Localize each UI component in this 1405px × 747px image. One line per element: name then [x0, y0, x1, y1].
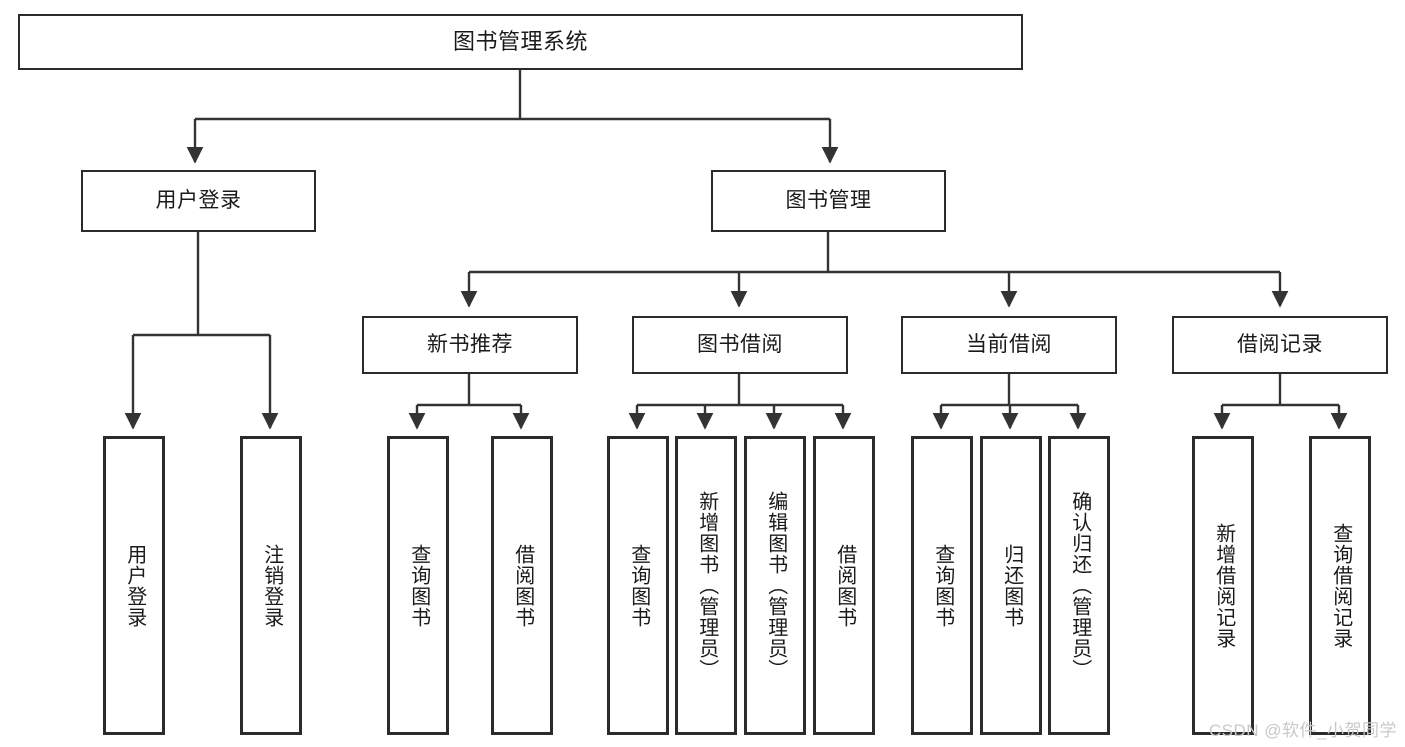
- leaf-current-confirm-return-label: 确认归还（管理员）: [1068, 491, 1091, 680]
- node-current-borrow-label: 当前借阅: [966, 332, 1052, 356]
- leaf-record-query-label: 查询借阅记录: [1329, 522, 1352, 649]
- leaf-new-book-query[interactable]: 查询图书: [387, 436, 449, 735]
- node-user-login[interactable]: 用户登录: [81, 170, 316, 232]
- leaf-borrow-query-book-label: 查询图书: [627, 543, 650, 628]
- node-borrow-record-label: 借阅记录: [1237, 332, 1323, 356]
- node-user-login-label: 用户登录: [155, 188, 242, 212]
- leaf-user-login-logout[interactable]: 注销登录: [240, 436, 302, 735]
- node-root-label: 图书管理系统: [452, 29, 588, 55]
- leaf-user-login-login[interactable]: 用户登录: [103, 436, 165, 735]
- leaf-borrow-add-book[interactable]: 新增图书（管理员）: [675, 436, 737, 735]
- leaf-user-login-login-label: 用户登录: [123, 543, 146, 628]
- leaf-current-query-book-label: 查询图书: [931, 543, 954, 628]
- leaf-new-book-borrow[interactable]: 借阅图书: [491, 436, 553, 735]
- node-root[interactable]: 图书管理系统: [18, 14, 1023, 70]
- node-new-book-recommend[interactable]: 新书推荐: [362, 316, 578, 374]
- csdn-watermark: CSDN @软件_小贺同学: [1208, 721, 1397, 740]
- leaf-current-confirm-return[interactable]: 确认归还（管理员）: [1048, 436, 1110, 735]
- leaf-borrow-borrow-book[interactable]: 借阅图书: [813, 436, 875, 735]
- leaf-current-query-book[interactable]: 查询图书: [911, 436, 973, 735]
- node-new-book-recommend-label: 新书推荐: [427, 332, 513, 356]
- node-book-borrow[interactable]: 图书借阅: [632, 316, 848, 374]
- node-book-manage[interactable]: 图书管理: [711, 170, 946, 232]
- leaf-current-return-book-label: 归还图书: [1000, 543, 1023, 628]
- leaf-new-book-borrow-label: 借阅图书: [511, 543, 534, 628]
- node-book-manage-label: 图书管理: [785, 188, 872, 212]
- leaf-user-login-logout-label: 注销登录: [260, 543, 283, 628]
- leaf-record-query[interactable]: 查询借阅记录: [1309, 436, 1371, 735]
- node-current-borrow[interactable]: 当前借阅: [901, 316, 1117, 374]
- leaf-borrow-query-book[interactable]: 查询图书: [607, 436, 669, 735]
- leaf-record-add[interactable]: 新增借阅记录: [1192, 436, 1254, 735]
- node-borrow-record[interactable]: 借阅记录: [1172, 316, 1388, 374]
- leaf-new-book-query-label: 查询图书: [407, 543, 430, 628]
- leaf-borrow-edit-book[interactable]: 编辑图书（管理员）: [744, 436, 806, 735]
- leaf-borrow-borrow-book-label: 借阅图书: [833, 543, 856, 628]
- leaf-record-add-label: 新增借阅记录: [1212, 522, 1235, 649]
- leaf-borrow-add-book-label: 新增图书（管理员）: [695, 491, 718, 680]
- leaf-borrow-edit-book-label: 编辑图书（管理员）: [764, 491, 787, 680]
- leaf-current-return-book[interactable]: 归还图书: [980, 436, 1042, 735]
- node-book-borrow-label: 图书借阅: [697, 332, 783, 356]
